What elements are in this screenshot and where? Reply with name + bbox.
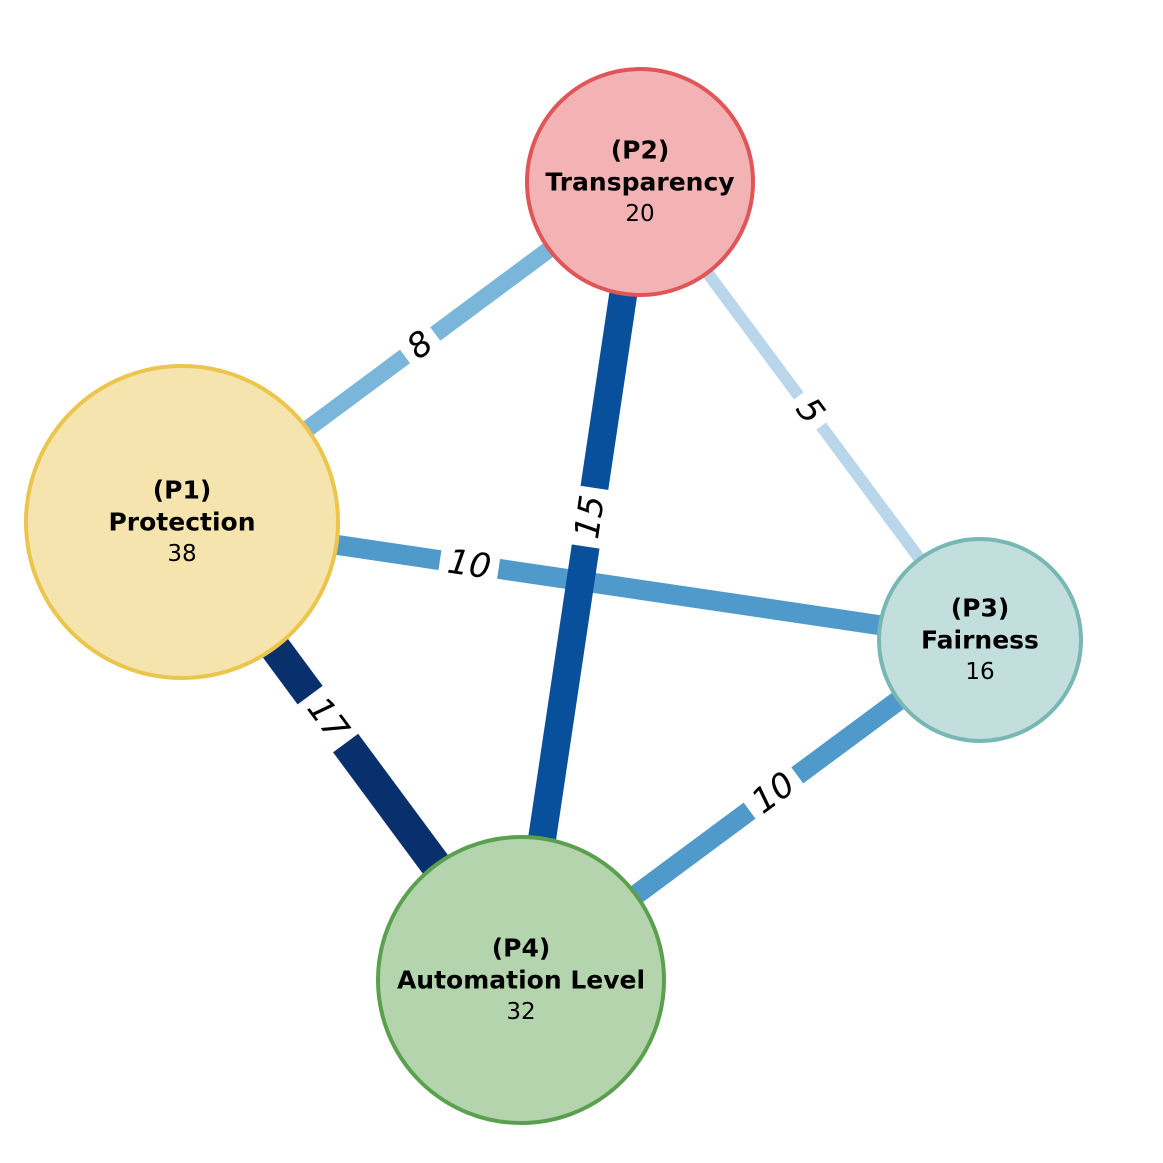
node-value-p2: 20 bbox=[625, 201, 654, 227]
edge-label-group-p1-p3: 10 bbox=[436, 538, 502, 591]
node-p4: (P4) Automation Level 32 bbox=[376, 835, 666, 1125]
edge-label-p2-p4: 15 bbox=[567, 493, 613, 542]
edge-label-background bbox=[292, 682, 364, 757]
node-name-p3: Fairness bbox=[921, 626, 1039, 655]
nodes-layer: (P1) Protection 38 (P2) Transparency 20 (P3) Fa… bbox=[24, 67, 1083, 1125]
node-code-p1: (P1) bbox=[153, 476, 212, 505]
node-value-p4: 32 bbox=[506, 999, 535, 1025]
edge-label-background bbox=[781, 382, 839, 440]
node-code-p2: (P2) bbox=[611, 136, 670, 165]
node-circle-p3 bbox=[877, 537, 1083, 743]
node-code-p4: (P4) bbox=[492, 934, 551, 963]
edge-label-background bbox=[563, 484, 617, 550]
node-code-p3: (P3) bbox=[951, 594, 1010, 623]
node-circle-p1 bbox=[24, 364, 340, 680]
edge-label-background bbox=[391, 316, 449, 375]
node-value-p1: 38 bbox=[167, 541, 196, 567]
node-circle-p4 bbox=[376, 835, 666, 1125]
edge-label-background bbox=[736, 757, 811, 829]
node-p1: (P1) Protection 38 bbox=[24, 364, 340, 680]
node-name-p2: Transparency bbox=[545, 168, 734, 197]
node-p3: (P3) Fairness 16 bbox=[877, 537, 1083, 743]
edge-label-background bbox=[436, 538, 502, 591]
node-value-p3: 16 bbox=[965, 659, 994, 685]
edge-label-group-p3-p4: 10 bbox=[736, 757, 811, 829]
edge-label-p1-p3: 10 bbox=[445, 542, 494, 588]
node-name-p4: Automation Level bbox=[397, 966, 645, 995]
node-p2: (P2) Transparency 20 bbox=[525, 67, 755, 297]
node-circle-p2 bbox=[525, 67, 755, 297]
edge-label-group-p2-p4: 15 bbox=[563, 484, 617, 550]
node-name-p1: Protection bbox=[108, 508, 255, 537]
